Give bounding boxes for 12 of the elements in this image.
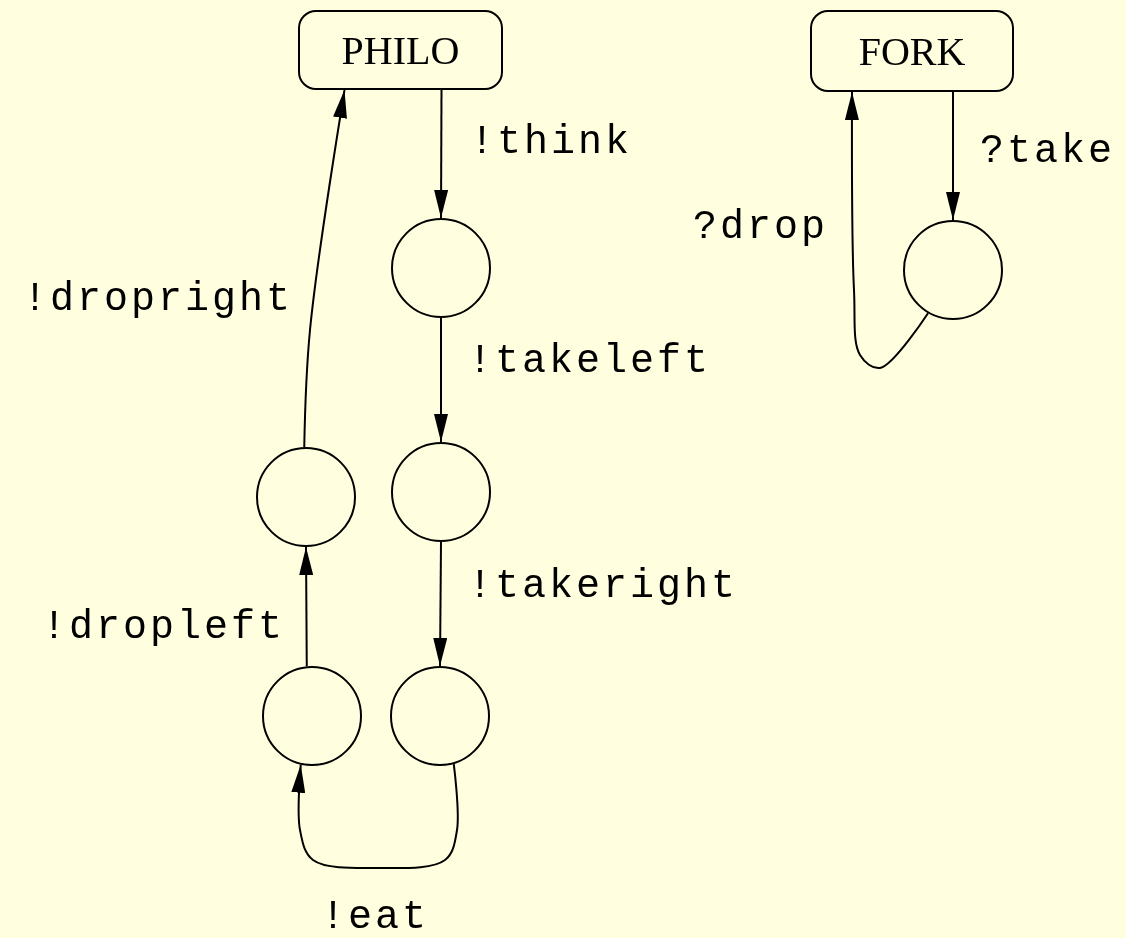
- state-name: FORK: [858, 27, 966, 75]
- arrow: [299, 546, 314, 668]
- arrow: [291, 763, 459, 870]
- arrow: [844, 91, 929, 370]
- arrow: [303, 89, 347, 449]
- arrow: [434, 89, 449, 219]
- state-box: [298, 10, 503, 90]
- arrow: [946, 91, 960, 221]
- arrow: [433, 541, 448, 667]
- state-name: PHILO: [341, 26, 460, 74]
- state-box: [810, 10, 1014, 92]
- arrow: [434, 317, 448, 443]
